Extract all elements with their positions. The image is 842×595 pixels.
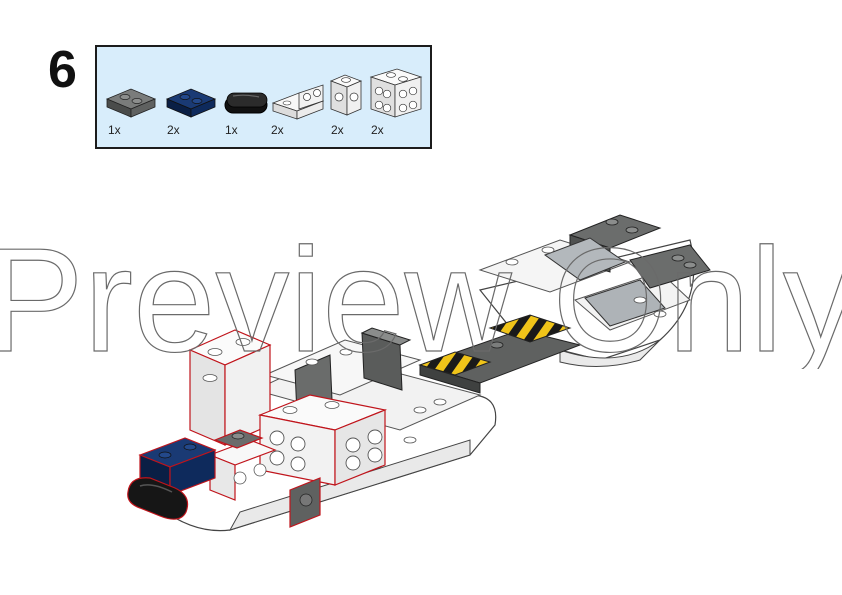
part-brick-1x1-side-studs-white: [329, 74, 363, 116]
part-plate-1x2-dark-blue: [165, 88, 217, 118]
deck-studs: [305, 246, 667, 444]
part-round-tile-black: [224, 92, 268, 114]
part-brick-1x2-side-studs-white: [369, 68, 423, 118]
part-quantity: 2x: [167, 123, 180, 137]
parts-list-icons: [105, 68, 423, 120]
new-parts-highlighted: [127, 329, 388, 528]
rear-engine-blocks: [543, 214, 711, 327]
part-quantity: 1x: [108, 123, 121, 137]
parts-list-panel: 1x 2x 1x 2x 2x 2x: [95, 45, 432, 149]
part-bracket-white: [271, 84, 325, 120]
hazard-stripe-section: [418, 314, 582, 394]
watermark-text: Preview Only: [0, 229, 842, 369]
part-plate-1x2-dark-grey: [105, 88, 157, 118]
step-number: 6: [48, 41, 77, 99]
part-quantity: 2x: [371, 123, 384, 137]
part-quantity: 1x: [225, 123, 238, 137]
part-quantity: 2x: [331, 123, 344, 137]
watermark: Preview Only: [0, 229, 842, 369]
part-quantity: 2x: [271, 123, 284, 137]
